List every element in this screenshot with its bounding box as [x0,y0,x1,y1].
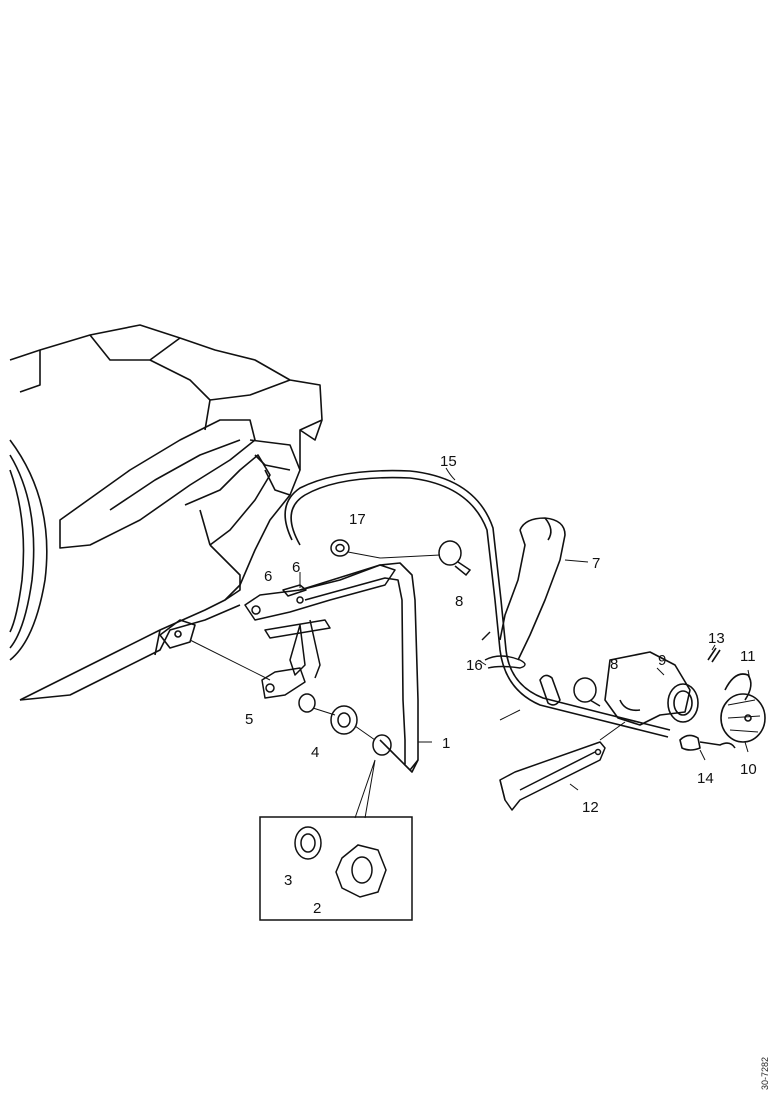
callout-12: 12 [582,799,599,816]
bracket-assembly [189,564,396,699]
leader-lines [418,467,751,791]
callout-1: 1 [442,735,450,752]
callout-14: 14 [697,770,714,787]
callout-6-a: 6 [264,568,272,585]
clamp-8-left [438,540,472,577]
seal-4-and-washer [298,693,392,756]
hose-7 [499,517,566,706]
pipe-15 [284,469,671,738]
drawing-code: 30-7282 [760,1057,770,1090]
bracket-12 [499,721,626,811]
callout-6-b: 6 [292,559,300,576]
callout-9: 9 [658,652,666,669]
callout-4: 4 [311,744,319,761]
detail-inset [259,759,413,921]
nut-17 [330,539,441,559]
callout-10: 10 [740,761,757,778]
callout-2: 2 [313,900,321,917]
callout-5: 5 [245,711,253,728]
outlet-fitting [604,647,766,751]
pipe-1 [299,562,419,773]
callout-16: 16 [466,657,483,674]
callout-3: 3 [284,872,292,889]
engine-block [9,324,323,701]
callout-11: 11 [740,648,756,665]
callout-15: 15 [440,453,457,470]
callout-13: 13 [708,630,725,647]
clamp-8-right [573,677,601,707]
callout-labels: 1 2 3 4 5 6 6 7 8 8 9 10 11 12 13 14 15 … [245,453,757,917]
clip-16 [481,631,526,669]
callout-7: 7 [592,555,600,572]
callout-8-b: 8 [610,656,618,673]
callout-17: 17 [349,511,366,528]
callout-8-a: 8 [455,593,463,610]
